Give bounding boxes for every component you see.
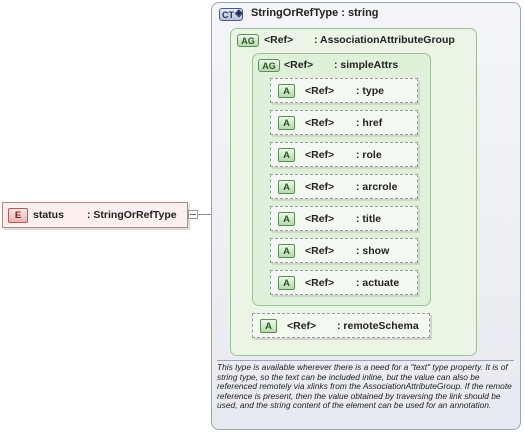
- element-badge: E: [8, 208, 28, 223]
- attribute-name: : actuate: [356, 277, 400, 289]
- attribute-title[interactable]: A <Ref> : title: [270, 206, 418, 231]
- attribute-badge: A: [278, 212, 295, 226]
- attribute-group-badge: AG: [237, 34, 259, 47]
- attribute-actuate[interactable]: A <Ref> : actuate: [270, 270, 418, 295]
- attribute-ref: <Ref>: [305, 181, 335, 193]
- attribute-name: : show: [356, 245, 390, 257]
- attribute-group-ref: <Ref>: [264, 34, 294, 46]
- complex-type-icon: ◈: [235, 8, 243, 19]
- complex-type-title: StringOrRefType : string: [251, 7, 379, 19]
- attribute-type[interactable]: A <Ref> : type: [270, 78, 418, 103]
- attribute-ref: <Ref>: [305, 85, 335, 97]
- attribute-group-name: : AssociationAttributeGroup: [314, 34, 455, 46]
- attribute-group-badge: AG: [258, 59, 280, 72]
- attribute-name: : role: [356, 149, 382, 161]
- attribute-ref: <Ref>: [305, 277, 335, 289]
- attribute-ref: <Ref>: [287, 320, 317, 332]
- attribute-badge: A: [278, 148, 295, 162]
- expander-icon[interactable]: [188, 210, 198, 219]
- complex-type-badge: CT ◈: [219, 8, 243, 21]
- attribute-remoteschema[interactable]: A <Ref> : remoteSchema: [252, 313, 430, 338]
- attribute-group-name: : simpleAttrs: [334, 59, 399, 71]
- attribute-badge: A: [278, 276, 295, 290]
- attribute-role[interactable]: A <Ref> : role: [270, 142, 418, 167]
- attribute-name: : type: [356, 85, 385, 97]
- documentation-text: This type is available wherever there is…: [217, 362, 512, 411]
- attribute-name: : title: [356, 213, 382, 225]
- status-element-node[interactable]: E status : StringOrRefType: [2, 202, 188, 228]
- attribute-show[interactable]: A <Ref> : show: [270, 238, 418, 263]
- element-name: status: [33, 209, 64, 221]
- element-type: : StringOrRefType: [87, 209, 177, 221]
- attribute-badge: A: [278, 116, 295, 130]
- documentation-divider: [217, 360, 514, 361]
- attribute-name: : arcrole: [356, 181, 398, 193]
- attribute-group-ref: <Ref>: [284, 59, 314, 71]
- attribute-name: : remoteSchema: [337, 320, 419, 332]
- attribute-href[interactable]: A <Ref> : href: [270, 110, 418, 135]
- attribute-badge: A: [260, 319, 277, 333]
- attribute-badge: A: [278, 244, 295, 258]
- attribute-ref: <Ref>: [305, 245, 335, 257]
- attribute-ref: <Ref>: [305, 213, 335, 225]
- attribute-name: : href: [356, 117, 383, 129]
- attribute-ref: <Ref>: [305, 117, 335, 129]
- attribute-badge: A: [278, 84, 295, 98]
- attribute-badge: A: [278, 180, 295, 194]
- attribute-arcrole[interactable]: A <Ref> : arcrole: [270, 174, 418, 199]
- attribute-ref: <Ref>: [305, 149, 335, 161]
